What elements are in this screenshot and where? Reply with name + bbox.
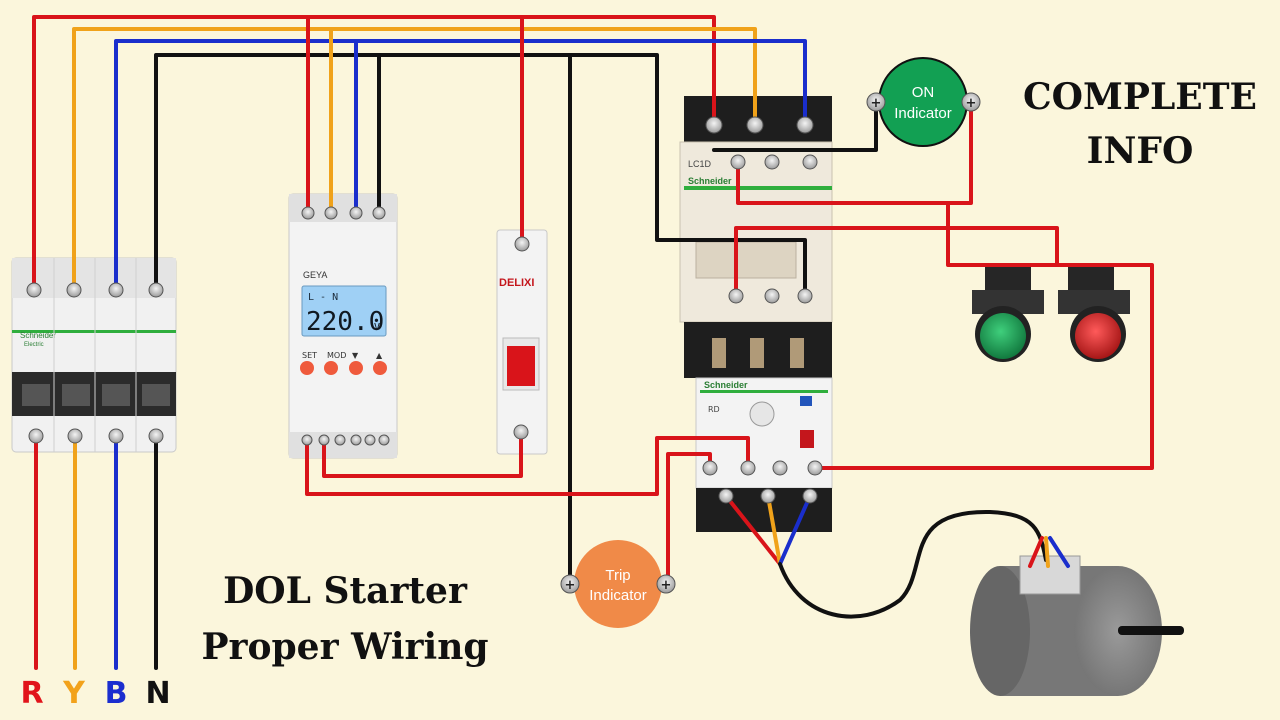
wire-black-supply: [154, 53, 807, 298]
overload-model: RD: [708, 405, 720, 414]
relay-lcd-top: L - N: [308, 292, 338, 303]
trip-indicator-line1: Trip: [605, 567, 630, 584]
wire-red-on-indicator: [736, 100, 973, 205]
relay-up-button[interactable]: [373, 361, 387, 375]
wire-red-supply: [32, 15, 716, 292]
relay-btn-label-4: ▲: [376, 351, 383, 360]
trip-indicator: Trip Indicator + +: [560, 540, 676, 628]
motor: [970, 555, 1184, 696]
phase-label-n: N: [145, 676, 171, 711]
relay-btn-label-2: MOD: [327, 351, 346, 360]
svg-text:+: +: [661, 578, 672, 593]
motor-terminal-box: [1019, 555, 1081, 595]
wire-red-aux: [734, 226, 1059, 298]
contactor-brand: Schneider: [688, 176, 732, 186]
wire-red-relay-out: [305, 436, 750, 496]
title-proper-wiring: Proper Wiring: [201, 626, 489, 668]
wire-yellow-supply: [72, 27, 757, 292]
wire-motor-blue: [1048, 536, 1070, 568]
relay-btn-label-1: SET: [302, 351, 317, 360]
wire-motor-cable: [778, 509, 1048, 619]
relay-btn-label-3: ▼: [352, 351, 359, 360]
stop-push-button[interactable]: [1058, 264, 1130, 362]
wire-blue-motor: [778, 494, 812, 566]
voltage-relay: GEYA L - N 220.0 V SET MOD ▼ ▲: [288, 193, 398, 459]
wire-red-motor: [724, 494, 782, 566]
overload-relay: Schneider RD: [695, 377, 833, 532]
relay-lcd: [301, 285, 387, 337]
relay-set-button[interactable]: [300, 361, 314, 375]
contactor-model: LC1D: [688, 159, 712, 169]
wire-black-on: [712, 100, 878, 152]
small-mcb-toggle[interactable]: [507, 346, 535, 386]
trip-indicator-line2: Indicator: [589, 587, 647, 604]
relay-down-button[interactable]: [349, 361, 363, 375]
relay-mod-button[interactable]: [324, 361, 338, 375]
wire-red-start-stop: [813, 203, 1154, 470]
wire-red-smallmcb-out: [322, 430, 523, 478]
start-push-button[interactable]: [972, 264, 1044, 362]
on-indicator-line2: Indicator: [894, 105, 952, 122]
on-indicator: ON Indicator + +: [866, 57, 981, 147]
relay-brand: GEYA: [303, 270, 327, 280]
wire-motor-yellow: [1044, 536, 1050, 568]
svg-text:+: +: [871, 96, 882, 111]
svg-text:+: +: [966, 96, 977, 111]
contactor: LC1D Schneider: [679, 96, 833, 378]
four-pole-mcb: Schneider Electric: [11, 257, 177, 453]
wire-motor-red: [1028, 536, 1044, 568]
overload-brand: Schneider: [704, 380, 748, 390]
phase-label-r: R: [20, 676, 44, 711]
wire-yellow-motor: [766, 494, 782, 566]
mcb-sub: Electric: [24, 342, 44, 348]
title-complete: COMPLETE: [1023, 76, 1257, 118]
on-indicator-line1: ON: [912, 84, 935, 101]
title-dol-starter: DOL Starter: [223, 570, 467, 612]
relay-lcd-value: 220.0: [306, 307, 384, 337]
relay-lcd-unit: V: [374, 322, 380, 333]
phase-label-y: Y: [63, 676, 85, 711]
phase-label-b: B: [104, 676, 128, 711]
mcb-brand: Schneider: [20, 331, 56, 340]
overload-reset-button[interactable]: [800, 430, 814, 448]
terminal-screws: [26, 116, 823, 504]
small-mcb-brand: DELIXI: [499, 277, 534, 289]
svg-text:+: +: [565, 578, 576, 593]
small-mcb: DELIXI: [496, 229, 548, 455]
title-info: INFO: [1086, 130, 1194, 172]
wires: [32, 15, 1154, 670]
wire-blue-supply: [114, 39, 807, 292]
